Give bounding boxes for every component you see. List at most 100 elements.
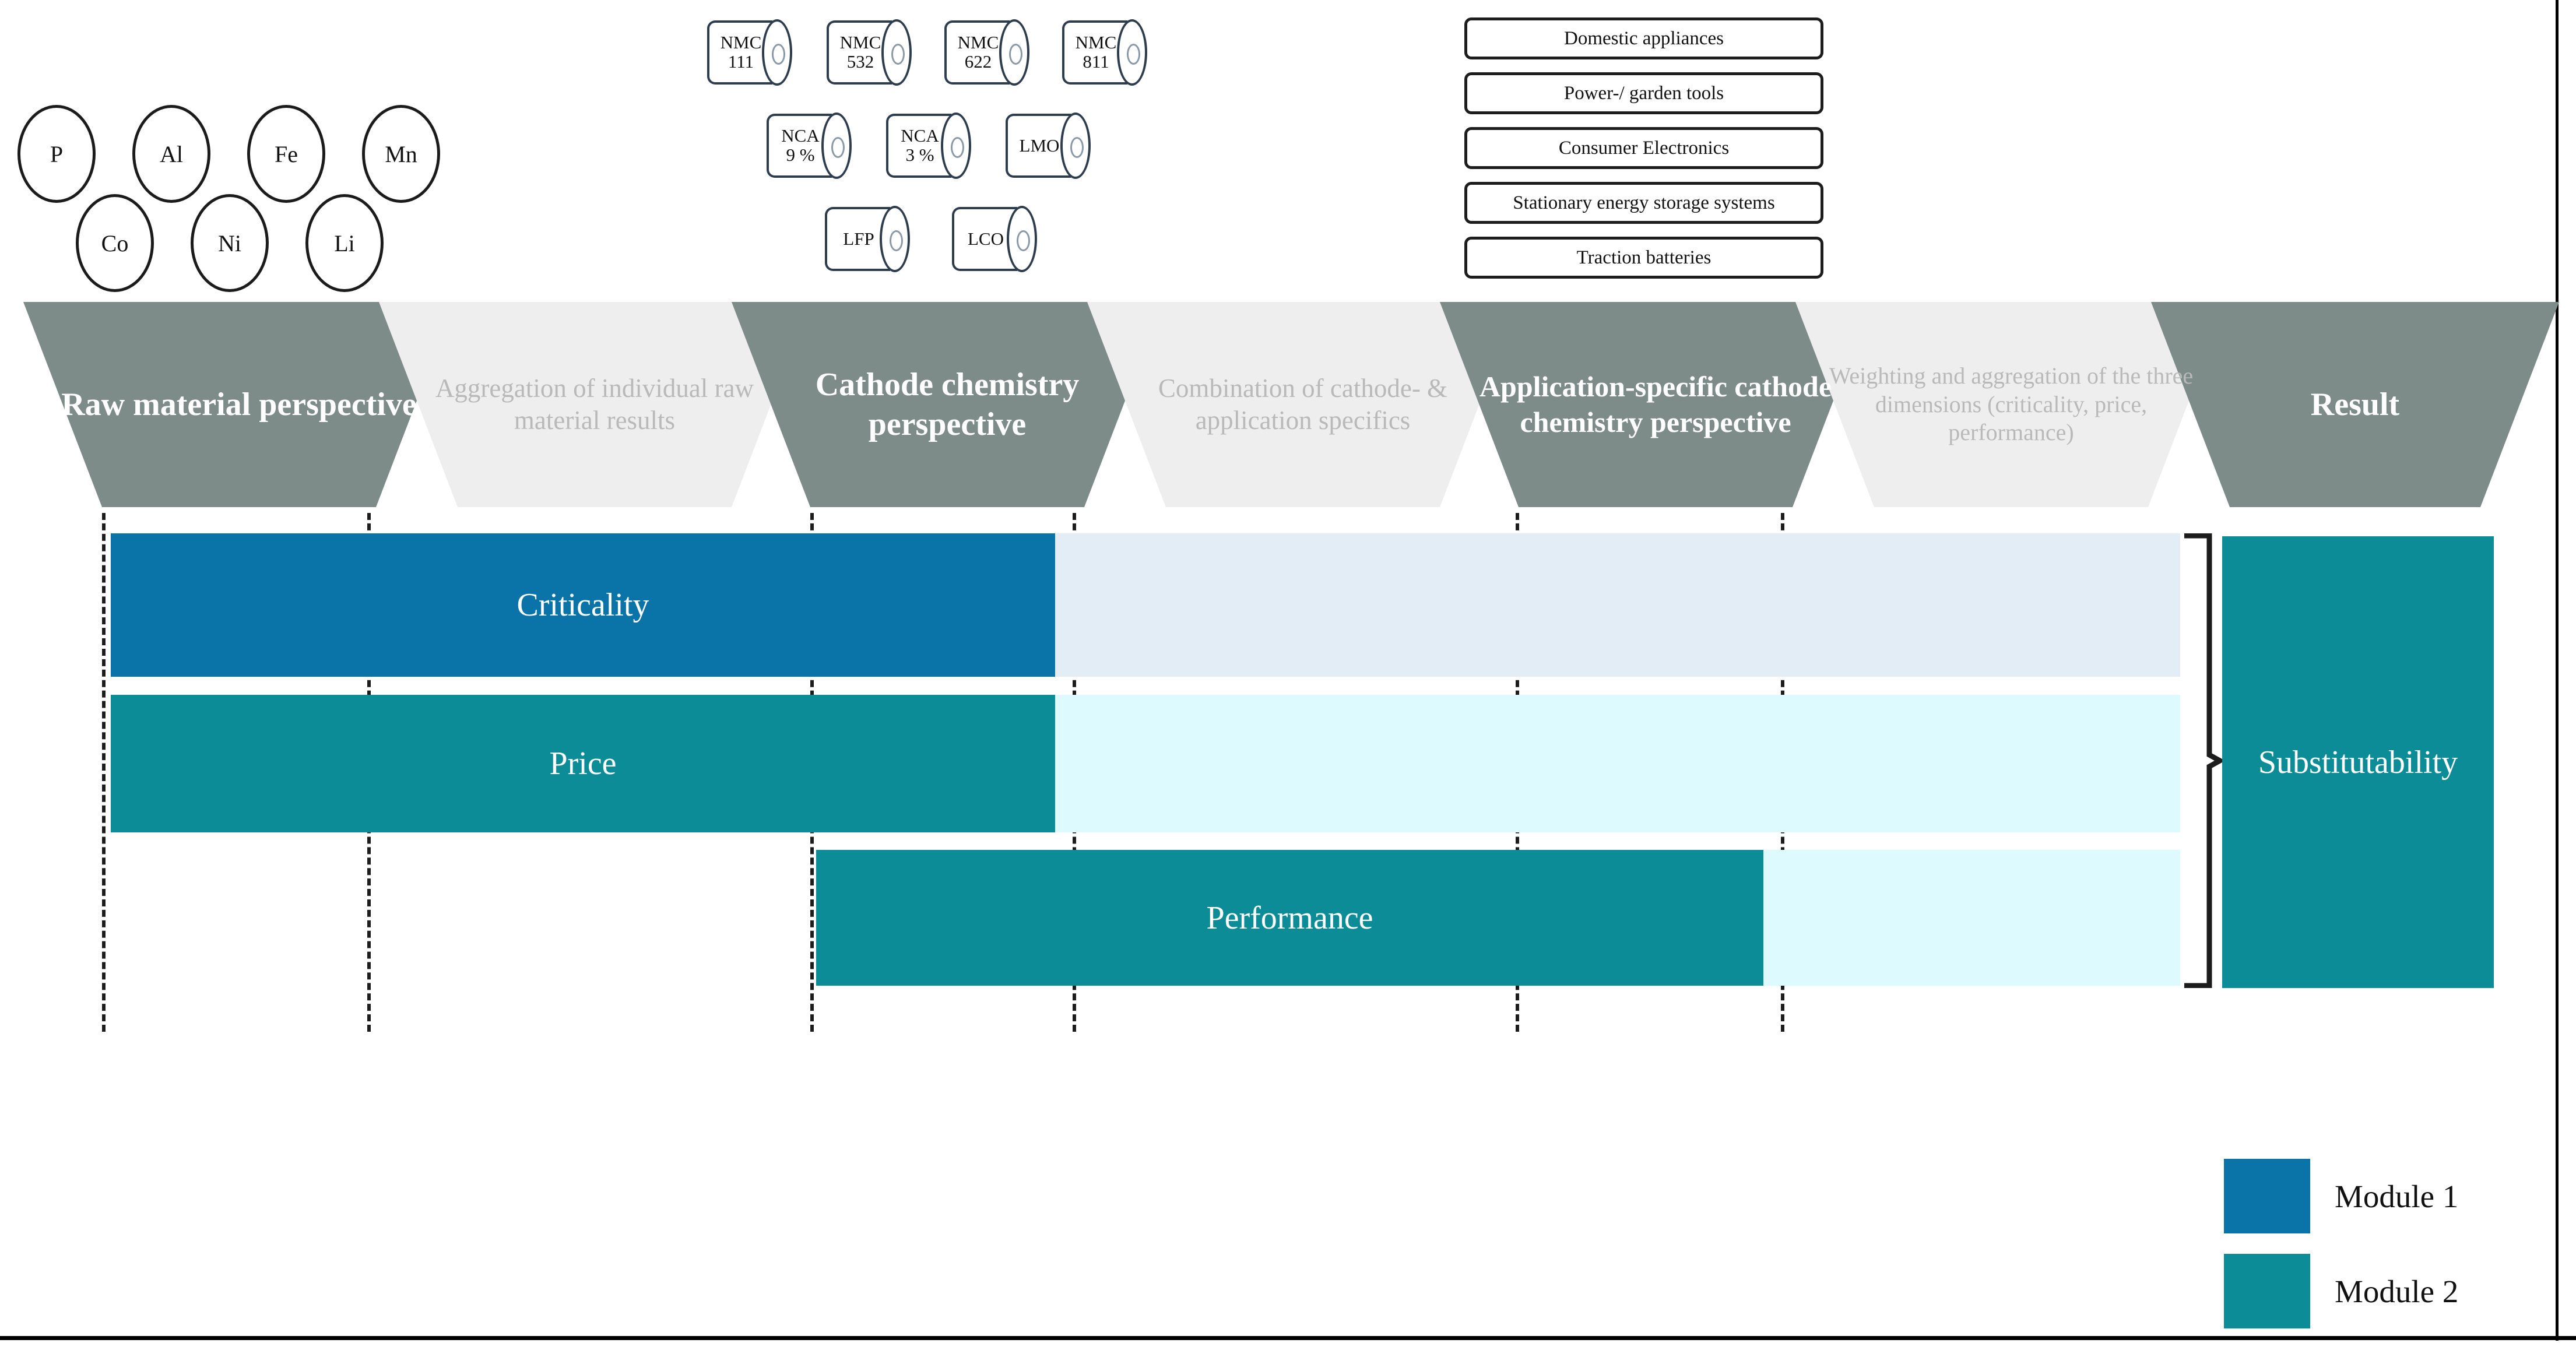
- cylinder-label-line1: LCO: [968, 228, 1004, 249]
- legend-swatch-module-2: [2224, 1254, 2310, 1328]
- application-box-stationary-storage[interactable]: Stationary energy storage systems: [1464, 182, 1823, 224]
- stage-banner-label: Cathode chemistry perspective: [815, 366, 1080, 442]
- application-label: Domestic appliances: [1564, 27, 1724, 49]
- result-box-substitutability[interactable]: Substitutability: [2222, 536, 2494, 988]
- stage-banner-cathode-chemistry[interactable]: Cathode chemistry perspective: [732, 302, 1163, 507]
- raw-material-label: Al: [160, 140, 183, 167]
- dimension-label: Criticality: [516, 587, 649, 623]
- cylinder-label-line1: NCA: [781, 125, 820, 146]
- cylinder-label-line1: NCA: [901, 125, 939, 146]
- raw-material-label: Li: [334, 230, 355, 256]
- cylinder-cap-icon: [762, 19, 792, 86]
- cathode-cylinder-lco[interactable]: LCO: [952, 206, 1037, 272]
- application-label: Stationary energy storage systems: [1513, 192, 1775, 213]
- cylinder-cap-icon: [1117, 19, 1147, 86]
- cylinder-body: NMC 622: [944, 20, 1010, 85]
- cathode-cylinder-nca9[interactable]: NCA 9 %: [767, 113, 852, 179]
- cathode-cylinder-nca3[interactable]: NCA 3 %: [886, 113, 971, 179]
- raw-material-node-p[interactable]: P: [17, 105, 96, 203]
- raw-material-node-mn[interactable]: Mn: [362, 105, 440, 203]
- cylinder-label-line1: NMC: [720, 32, 762, 53]
- raw-material-label: Fe: [275, 140, 298, 167]
- application-label: Consumer Electronics: [1558, 137, 1730, 159]
- stage-banner-raw-material[interactable]: Raw material perspective: [23, 302, 455, 507]
- cylinder-body: NCA 9 %: [767, 114, 832, 178]
- cylinder-label-line1: NMC: [957, 32, 999, 53]
- stage-banner-application-specific[interactable]: Application-specific cathode chemistry p…: [1440, 302, 1871, 507]
- stage-banner-label: Combination of cathode- & application sp…: [1158, 374, 1448, 435]
- trapezoid-shape: [379, 302, 810, 507]
- stage-banner-combination[interactable]: Combination of cathode- & application sp…: [1087, 302, 1519, 507]
- legend-label: Module 2: [2335, 1273, 2459, 1309]
- raw-material-node-co[interactable]: Co: [76, 194, 154, 292]
- dimension-label: Performance: [1206, 899, 1373, 936]
- dimension-label: Price: [549, 746, 617, 782]
- cylinder-label-line2: 622: [964, 51, 992, 72]
- stage-banner-label: Application-specific cathode chemistry p…: [1479, 370, 1832, 438]
- raw-material-label: P: [50, 140, 64, 167]
- application-box-traction-batteries[interactable]: Traction batteries: [1464, 237, 1823, 279]
- raw-material-node-fe[interactable]: Fe: [247, 105, 325, 203]
- cylinder-label-line2: 3 %: [905, 145, 934, 165]
- cathode-cylinder-lmo[interactable]: LMO: [1006, 113, 1091, 179]
- page-border-bottom: [0, 1336, 2576, 1340]
- legend-label: Module 1: [2335, 1178, 2459, 1214]
- stage-banner-label: Result: [2310, 386, 2400, 423]
- cylinder-label-line1: LFP: [843, 228, 874, 249]
- stage-banner-row: Raw material perspective Aggregation of …: [0, 302, 2576, 507]
- cylinder-cap-icon: [999, 19, 1029, 86]
- cylinder-label-line1: NMC: [839, 32, 881, 53]
- stage-banner-aggregation[interactable]: Aggregation of individual raw material r…: [379, 302, 810, 507]
- cathode-cylinder-nmc622[interactable]: NMC 622: [944, 19, 1029, 86]
- cathode-cylinder-nmc532[interactable]: NMC 532: [827, 19, 912, 86]
- stage-banner-label: Weighting and aggregation of the three d…: [1829, 362, 2194, 446]
- raw-material-node-al[interactable]: Al: [132, 105, 210, 203]
- cylinder-cap-icon: [880, 206, 910, 272]
- raw-material-label: Mn: [385, 140, 417, 167]
- stage-banner-label: Raw material perspective: [61, 386, 417, 423]
- aggregation-bracket-icon: [2184, 533, 2222, 988]
- page-border-right: [2556, 0, 2559, 1341]
- raw-material-group: P Al Fe Mn Co Ni Li: [0, 99, 478, 297]
- trapezoid-shape: [23, 302, 455, 507]
- cathode-cylinder-nmc811[interactable]: NMC 811: [1062, 19, 1147, 86]
- trapezoid-shape: [1087, 302, 1519, 507]
- cylinder-cap-icon: [1060, 113, 1091, 179]
- result-label: Substitutability: [2258, 744, 2458, 781]
- trapezoid-shape: [1440, 302, 1871, 507]
- legend-item-module-1[interactable]: Module 1: [2224, 1159, 2458, 1233]
- cathode-chemistry-group: NMC 111 NMC 532 NMC 622 NMC 811: [694, 19, 1183, 280]
- application-group: Domestic appliances Power-/ garden tools…: [1464, 17, 1823, 279]
- dimension-bar-criticality[interactable]: Criticality: [111, 533, 1055, 677]
- cylinder-label-line2: 532: [846, 51, 874, 72]
- legend: Module 1 Module 2: [2224, 1159, 2527, 1334]
- stage-banner-result[interactable]: Result: [2151, 302, 2559, 507]
- cylinder-label-line2: 9 %: [786, 145, 815, 165]
- cylinder-label-line1: LMO: [1019, 135, 1060, 156]
- cylinder-label-line1: NMC: [1075, 32, 1117, 53]
- cylinder-label-line2: 111: [728, 51, 754, 72]
- trapezoid-shape: [1795, 302, 2227, 507]
- raw-material-node-ni[interactable]: Ni: [191, 194, 269, 292]
- application-box-consumer-electronics[interactable]: Consumer Electronics: [1464, 127, 1823, 169]
- legend-item-module-2[interactable]: Module 2: [2224, 1254, 2458, 1328]
- application-box-domestic-appliances[interactable]: Domestic appliances: [1464, 17, 1823, 59]
- cylinder-label-line2: 811: [1083, 51, 1109, 72]
- stage-banner-weighting[interactable]: Weighting and aggregation of the three d…: [1795, 302, 2227, 507]
- application-label: Power-/ garden tools: [1563, 82, 1724, 104]
- cathode-cylinder-nmc111[interactable]: NMC 111: [707, 19, 792, 86]
- raw-material-node-li[interactable]: Li: [305, 194, 384, 292]
- cylinder-cap-icon: [1007, 206, 1037, 272]
- trapezoid-shape: [2151, 302, 2559, 507]
- raw-material-label: Co: [101, 230, 129, 256]
- cathode-cylinder-lfp[interactable]: LFP: [825, 206, 910, 272]
- cylinder-cap-icon: [821, 113, 852, 179]
- cylinder-body: LMO: [1006, 114, 1071, 178]
- trapezoid-shape: [732, 302, 1163, 507]
- legend-swatch-module-1: [2224, 1159, 2310, 1233]
- application-box-power-garden-tools[interactable]: Power-/ garden tools: [1464, 72, 1823, 114]
- dimension-bar-price[interactable]: Price: [111, 695, 1055, 832]
- raw-material-label: Ni: [218, 230, 241, 256]
- dimension-bar-performance[interactable]: Performance: [816, 850, 1763, 986]
